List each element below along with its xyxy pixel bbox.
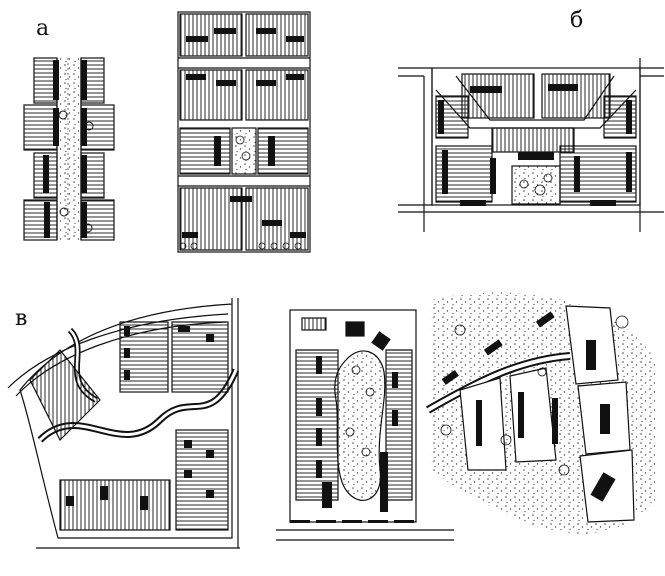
panel-c-river-district xyxy=(7,298,240,549)
panel-c-curved-settlement xyxy=(426,292,655,534)
panel-label-b: б xyxy=(570,8,584,33)
panel-a-block-scheme xyxy=(177,11,311,253)
panel-a-street-scheme xyxy=(23,57,115,241)
panel-label-c: в xyxy=(15,306,28,331)
panel-b-quarter-scheme xyxy=(398,58,664,232)
panel-label-a: а xyxy=(36,16,50,41)
panel-c-linear-quarter xyxy=(276,309,454,541)
